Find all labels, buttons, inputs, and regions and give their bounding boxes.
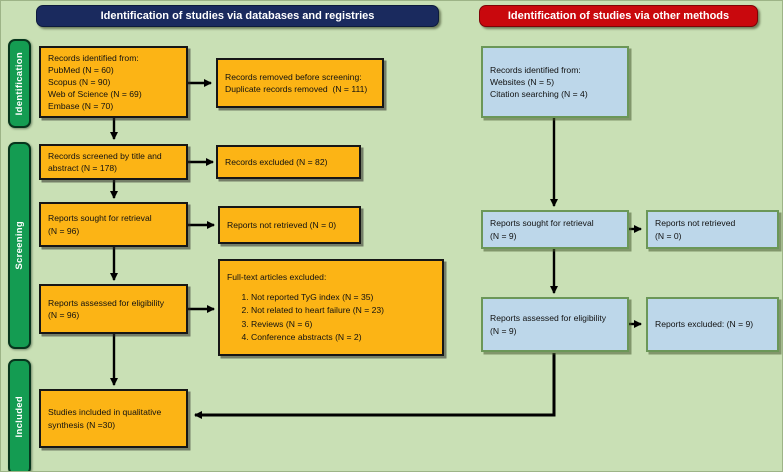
reports-sought-text: Reports sought for retrieval(N = 96) xyxy=(48,213,152,236)
box-records-excluded: Records excluded (N = 82) xyxy=(216,145,361,179)
records-identified-text: Records identified from:PubMed (N = 60)S… xyxy=(48,52,142,112)
reports-sought-other-text: Reports sought for retrieval(N = 9) xyxy=(490,218,594,241)
box-records-identified-databases: Records identified from:PubMed (N = 60)S… xyxy=(39,46,188,118)
box-reports-sought: Reports sought for retrieval(N = 96) xyxy=(39,202,188,247)
stage-included: Included xyxy=(8,359,31,471)
stage-screening-label: Screening xyxy=(14,221,25,270)
stage-included-label: Included xyxy=(14,396,25,438)
box-reports-excluded-other: Reports excluded: (N = 9) xyxy=(646,297,779,352)
box-fulltext-excluded: Full-text articles excluded: Not reporte… xyxy=(218,259,444,356)
box-reports-assessed: Reports assessed for eligibility(N = 96) xyxy=(39,284,188,334)
arrow-other-assessed-to-included xyxy=(194,353,556,419)
records-excluded-text: Records excluded (N = 82) xyxy=(225,156,328,167)
records-removed-text: Records removed before screening:Duplica… xyxy=(225,71,368,94)
box-reports-not-retrieved-other: Reports not retrieved(N = 0) xyxy=(646,210,779,249)
box-reports-not-retrieved: Reports not retrieved (N = 0) xyxy=(218,206,361,244)
reports-not-retrieved-other-text: Reports not retrieved(N = 0) xyxy=(655,218,736,241)
fulltext-excluded-list: Not reported TyG index (N = 35)Not relat… xyxy=(227,291,435,344)
reports-excluded-other-text: Reports excluded: (N = 9) xyxy=(655,319,754,330)
reports-assessed-other-text: Reports assessed for eligibility(N = 9) xyxy=(490,313,607,336)
box-reports-sought-other: Reports sought for retrieval(N = 9) xyxy=(481,210,629,249)
header-databases-label: Identification of studies via databases … xyxy=(100,10,375,22)
box-reports-assessed-other: Reports assessed for eligibility(N = 9) xyxy=(481,297,629,352)
fulltext-excluded-title: Full-text articles excluded: xyxy=(227,272,327,282)
header-databases-registries: Identification of studies via databases … xyxy=(36,5,439,27)
reports-assessed-text: Reports assessed for eligibility(N = 96) xyxy=(48,297,165,320)
stage-identification: Identification xyxy=(8,39,31,128)
box-records-removed: Records removed before screening:Duplica… xyxy=(216,58,384,108)
header-other-methods-label: Identification of studies via other meth… xyxy=(507,10,730,22)
stage-screening: Screening xyxy=(8,142,31,349)
records-identified-other-text: Records identified from:Websites (N = 5)… xyxy=(490,64,588,100)
reports-not-retrieved-text: Reports not retrieved (N = 0) xyxy=(227,219,337,230)
box-records-identified-other: Records identified from:Websites (N = 5)… xyxy=(481,46,629,118)
header-other-methods: Identification of studies via other meth… xyxy=(479,5,758,27)
stage-identification-label: Identification xyxy=(14,51,25,116)
